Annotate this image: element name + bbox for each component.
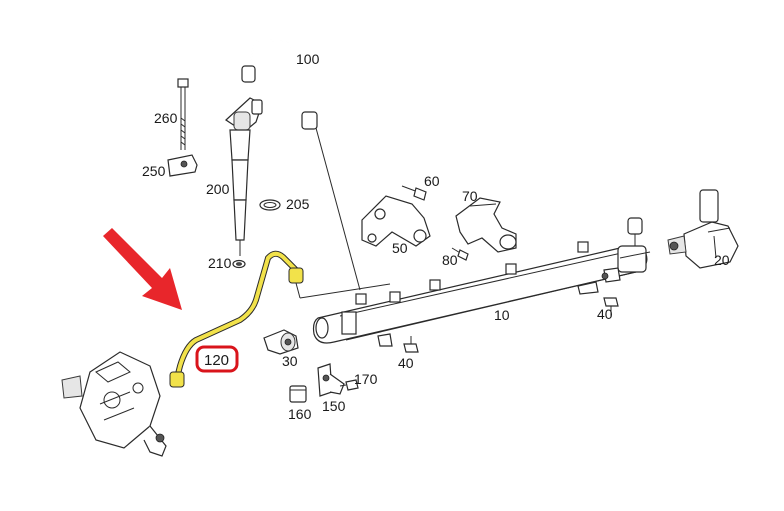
injector-200[interactable] — [225, 97, 263, 256]
label-part-210[interactable]: 210 — [208, 255, 232, 271]
bracket-50[interactable] — [361, 195, 431, 247]
label-part-60[interactable]: 60 — [424, 173, 440, 189]
label-part-250[interactable]: 250 — [142, 163, 166, 179]
label-part-20[interactable]: 20 — [714, 252, 730, 268]
bolt-60[interactable] — [401, 185, 427, 201]
seal-ring-205[interactable] — [259, 199, 281, 211]
part-120-highlight-ring — [195, 345, 239, 373]
pipe-120[interactable] — [169, 250, 391, 388]
washer-210[interactable] — [232, 259, 246, 269]
label-part-30[interactable]: 30 — [282, 353, 298, 369]
sensor-30[interactable] — [263, 329, 299, 355]
label-part-80[interactable]: 80 — [442, 252, 458, 268]
label-part-200[interactable]: 200 — [206, 181, 230, 197]
bracket-70[interactable] — [455, 197, 517, 253]
label-part-170[interactable]: 170 — [354, 371, 378, 387]
bolt-260[interactable] — [177, 78, 189, 150]
label-part-10[interactable]: 10 — [494, 307, 510, 323]
clip-150[interactable] — [317, 363, 345, 397]
bolt-80[interactable] — [451, 247, 469, 261]
bolt-40-right[interactable] — [603, 297, 619, 316]
red-arrow-indicator — [103, 228, 182, 310]
clamp-250[interactable] — [167, 154, 198, 177]
label-part-120[interactable]: 120 — [204, 352, 229, 369]
label-part-70[interactable]: 70 — [462, 188, 478, 204]
label-part-160[interactable]: 160 — [288, 406, 312, 422]
label-part-260[interactable]: 260 — [154, 110, 178, 126]
pressure-regulator-20[interactable] — [667, 189, 739, 269]
label-part-205[interactable]: 205 — [286, 196, 310, 212]
cap-160[interactable] — [289, 385, 307, 403]
fuel-rail-10[interactable] — [312, 217, 651, 347]
label-part-40-lower[interactable]: 40 — [398, 355, 414, 371]
bolt-170[interactable] — [339, 379, 359, 391]
bolt-40-lower[interactable] — [403, 336, 419, 353]
label-part-40-right[interactable]: 40 — [597, 306, 613, 322]
label-part-50[interactable]: 50 — [392, 240, 408, 256]
pipe-100[interactable] — [241, 39, 361, 291]
label-part-100[interactable]: 100 — [296, 51, 320, 67]
label-part-150[interactable]: 150 — [322, 398, 346, 414]
high-pressure-pump[interactable] — [61, 351, 167, 457]
